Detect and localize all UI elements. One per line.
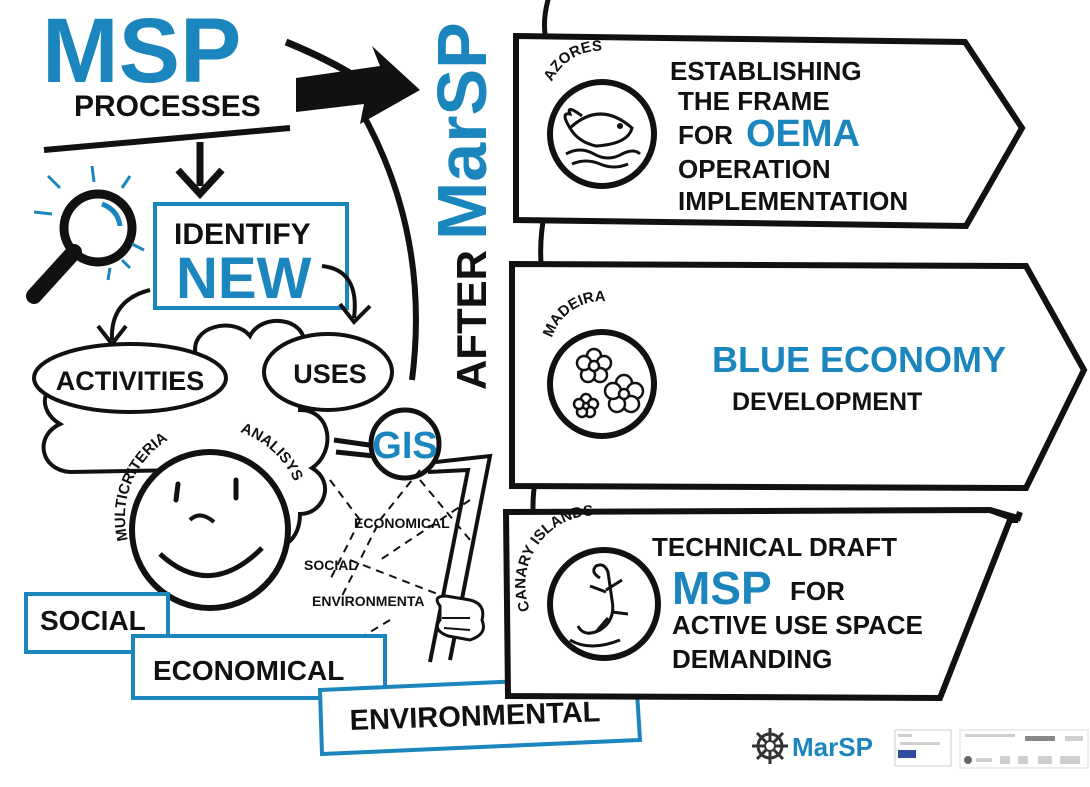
economical-box: ECONOMICAL (131, 634, 387, 700)
center-curve-arrow (363, 118, 419, 381)
identify-label: IDENTIFY (174, 218, 311, 251)
msp-title: MSP (42, 0, 241, 102)
canary-line-4: DEMANDING (672, 644, 832, 674)
azores-line-4: OPERATION (678, 154, 831, 184)
azores-line-3-oema: OEMA (746, 113, 860, 155)
process-down-arrow (43, 125, 291, 200)
partner-logos (894, 729, 1089, 769)
marsp-logo: MarSP (752, 728, 873, 764)
azores-line-2: THE FRAME (678, 86, 830, 116)
face-icon (129, 449, 291, 611)
hand-icon (435, 594, 485, 642)
azores-panel: AZORES ESTABLISHING THE FRAME FOR OEMA O… (513, 32, 1026, 230)
social-box-label: SOCIAL (40, 605, 146, 636)
whale-icon (563, 108, 642, 169)
canary-line-1: TECHNICAL DRAFT (652, 532, 897, 562)
azores-line-5: IMPLEMENTATION (678, 186, 908, 216)
canary-line-3: ACTIVE USE SPACE (672, 610, 923, 640)
after-label: AFTER (448, 250, 495, 390)
new-label: NEW (176, 246, 312, 311)
social-small-label: SOCIAL (304, 557, 357, 573)
uses-bubble: USES (262, 332, 394, 412)
economical-small-label: ECONOMICAL (354, 515, 450, 531)
azores-line-1: ESTABLISHING (670, 56, 862, 86)
identify-new-box: IDENTIFY NEW (153, 202, 349, 311)
canary-panel: CANARY ISLANDS TECHNICAL DRAFT MSP FOR A… (502, 502, 1023, 702)
activities-bubble: ACTIVITIES (32, 342, 228, 414)
marsp-label: MarSP (423, 22, 501, 240)
canary-line-2-msp: MSP (672, 562, 772, 614)
environmental-small-label: ENVIRONMENTA (312, 593, 425, 609)
footer-logos: MarSP (752, 728, 1089, 769)
madeira-panel: MADEIRA BLUE ECONOMY DEVELOPMENT (509, 260, 1088, 492)
madeira-line-2: DEVELOPMENT (732, 388, 922, 416)
magnifier-icon (26, 165, 145, 304)
activities-label: ACTIVITIES (56, 366, 205, 396)
uses-label: USES (293, 359, 367, 389)
after-marsp-vertical: AFTER MarSP (423, 22, 501, 390)
gis-circle: GIS (333, 407, 442, 481)
msp-title-group: MSP PROCESSES (42, 0, 261, 123)
title-to-marsp-arrow (284, 38, 420, 124)
azores-line-3-for: FOR (678, 120, 733, 150)
gis-label: GIS (372, 425, 437, 467)
marsp-logo-text: MarSP (792, 732, 873, 762)
economical-box-label: ECONOMICAL (153, 655, 344, 686)
canary-line-2-for: FOR (790, 576, 845, 606)
lizard-icon (569, 563, 629, 648)
flowers-icon (572, 347, 645, 419)
madeira-line-1: BLUE ECONOMY (712, 339, 1006, 380)
processes-subtitle: PROCESSES (74, 90, 261, 123)
